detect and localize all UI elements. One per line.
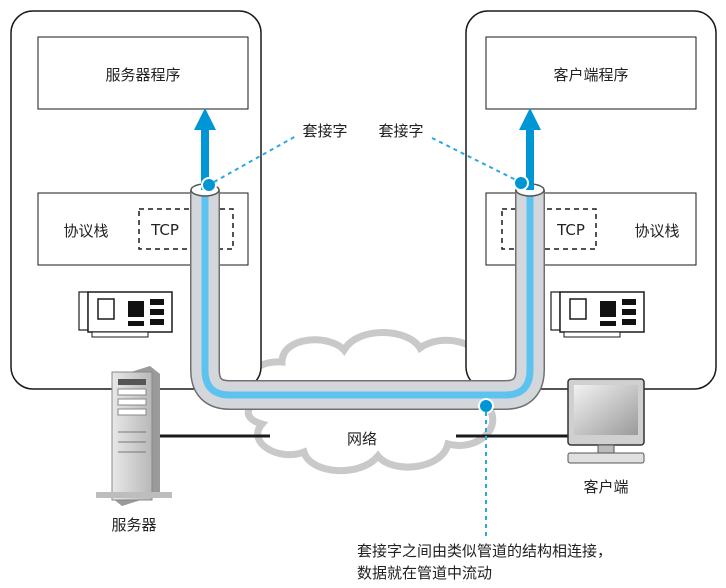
- client-nic-card-icon: [550, 291, 645, 338]
- client-machine-label: 客户端: [583, 478, 628, 496]
- client-socket-dot: [513, 175, 529, 191]
- pipe-caption-dot: [478, 398, 494, 414]
- server-nic-card-icon: [78, 291, 173, 338]
- server-program-box: [37, 36, 249, 110]
- client-program-box: [485, 36, 697, 110]
- server-socket-dot: [201, 177, 217, 193]
- leader-lines: [213, 135, 517, 538]
- server-tower-icon: [96, 366, 172, 506]
- caption-line-1: 套接字之间由类似管道的结构相连接，: [357, 542, 612, 560]
- client-tcp-label: TCP: [556, 221, 585, 239]
- caption-line-2: 数据就在管道中流动: [357, 564, 492, 582]
- client-monitor-icon: [567, 378, 645, 464]
- server-program-label: 服务器程序: [105, 66, 180, 84]
- server-stack-label: 协议栈: [63, 222, 108, 240]
- client-socket-label: 套接字: [378, 122, 423, 140]
- client-stack-label: 协议栈: [634, 222, 679, 240]
- client-up-arrow: [519, 108, 541, 190]
- client-program-label: 客户端程序: [553, 66, 628, 84]
- server-tcp-label: TCP: [150, 221, 179, 239]
- server-socket-label: 套接字: [302, 122, 347, 140]
- client-tcp-box: [501, 208, 597, 250]
- server-machine-label: 服务器: [111, 516, 156, 534]
- network-label: 网络: [347, 430, 377, 448]
- server-up-arrow: [194, 108, 216, 190]
- server-tcp-box: [138, 208, 234, 250]
